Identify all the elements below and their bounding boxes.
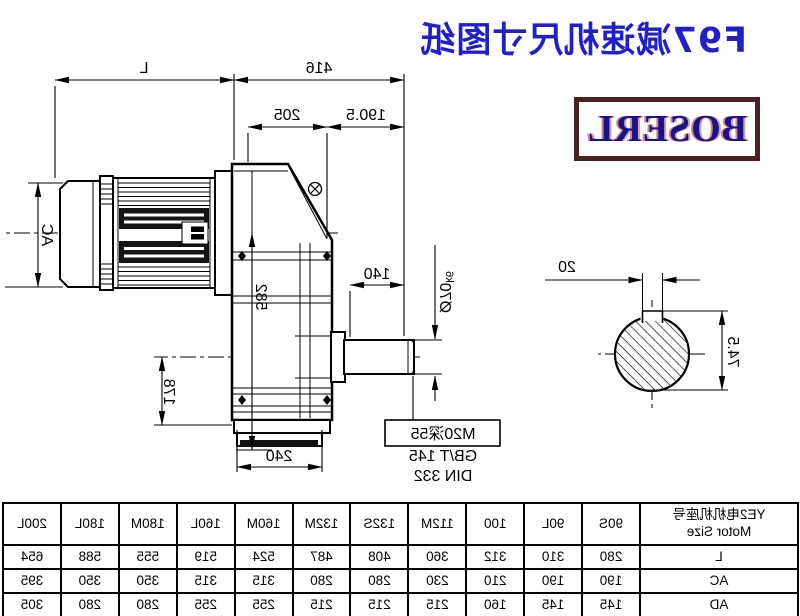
dim-label-416: 416 bbox=[306, 60, 333, 77]
table-cell: 524 bbox=[234, 545, 293, 569]
row-label: AC bbox=[640, 569, 798, 593]
dim-label-AC: AC bbox=[38, 224, 55, 246]
shaft-section-view bbox=[613, 273, 691, 393]
table-cell: 190 bbox=[524, 569, 583, 593]
table-cell: 315 bbox=[176, 569, 235, 593]
table-cell: 588 bbox=[60, 545, 119, 569]
brand-logo: BOSERL bbox=[574, 97, 760, 161]
table-cell: 310 bbox=[524, 545, 583, 569]
cooling-fins bbox=[118, 182, 210, 286]
table-cell: 395 bbox=[3, 569, 61, 593]
column-header: 100 bbox=[466, 503, 525, 545]
note-std1: GB/T 145 bbox=[409, 448, 477, 465]
note-std2: DIN 332 bbox=[414, 468, 473, 485]
fan-cover-rim bbox=[99, 175, 114, 291]
table-cell: 280 bbox=[118, 593, 177, 616]
gearbox-view bbox=[230, 162, 415, 447]
table-cell: 215 bbox=[292, 593, 351, 616]
gearbox-base bbox=[233, 419, 331, 434]
gearbox-housing bbox=[230, 162, 334, 422]
column-header: 200L bbox=[3, 503, 61, 545]
column-header: 160L bbox=[176, 503, 235, 545]
brand-logo-text: BOSERL bbox=[586, 108, 748, 150]
table-cell: 654 bbox=[3, 545, 61, 569]
motor-view bbox=[59, 170, 233, 296]
keyway bbox=[641, 310, 664, 323]
dim-label-20: 20 bbox=[558, 259, 576, 276]
table-cell: 280 bbox=[582, 545, 640, 569]
table-cell: 190 bbox=[582, 569, 640, 593]
dim-label-178: 178 bbox=[160, 379, 177, 406]
column-header: 180M bbox=[118, 503, 177, 545]
table-cell: 160 bbox=[466, 593, 525, 616]
bearing-boss bbox=[330, 331, 346, 383]
shaft-key bbox=[191, 226, 204, 232]
column-header: 160M bbox=[234, 503, 293, 545]
motor-flange bbox=[214, 170, 233, 296]
dimension-lines bbox=[5, 74, 728, 472]
table-cell: 215 bbox=[350, 593, 409, 616]
column-header: 90S bbox=[582, 503, 640, 545]
table-cell: 280 bbox=[350, 569, 409, 593]
column-header: 132S bbox=[350, 503, 409, 545]
table-cell: 519 bbox=[176, 545, 235, 569]
column-header: 90L bbox=[524, 503, 583, 545]
dim-label-74-5: 74.5 bbox=[724, 336, 741, 367]
row-label: AD bbox=[640, 593, 798, 616]
row-label: L bbox=[640, 545, 798, 569]
dim-label-shaft-dia: Ø70k6 bbox=[436, 271, 455, 313]
table-cell: 145 bbox=[582, 593, 640, 616]
column-header: 112M bbox=[408, 503, 467, 545]
section-hatch bbox=[616, 318, 688, 390]
table-cell: 255 bbox=[234, 593, 293, 616]
page-title: F97减速机尺寸图纸 bbox=[419, 21, 747, 61]
column-header: 132M bbox=[292, 503, 351, 545]
table-cell: 315 bbox=[234, 569, 293, 593]
table-cell: 312 bbox=[466, 545, 525, 569]
fan-cover bbox=[59, 180, 101, 288]
table-cell: 305 bbox=[3, 593, 61, 616]
note-tap: M20深55 bbox=[410, 425, 475, 443]
table-cell: 350 bbox=[118, 569, 177, 593]
table-cell: 230 bbox=[408, 569, 467, 593]
dim-label-205: 205 bbox=[274, 107, 301, 124]
note-box bbox=[384, 419, 501, 447]
dim-label-190-5: 190.5 bbox=[346, 107, 386, 124]
table-cell: 280 bbox=[292, 569, 351, 593]
table-cell: 360 bbox=[408, 545, 467, 569]
column-header: 180L bbox=[60, 503, 119, 545]
table-cell: 487 bbox=[292, 545, 351, 569]
table-cell: 555 bbox=[118, 545, 177, 569]
table-cell: 350 bbox=[60, 569, 119, 593]
machining-mark bbox=[307, 181, 323, 197]
table-cell: 255 bbox=[176, 593, 235, 616]
table-cell: 210 bbox=[466, 569, 525, 593]
dim-label-L: L bbox=[139, 60, 148, 77]
table-cell: 215 bbox=[408, 593, 467, 616]
table-cell: 145 bbox=[524, 593, 583, 616]
dim-label-582: 582 bbox=[252, 284, 269, 311]
dim-label-140: 140 bbox=[364, 266, 391, 283]
table-cell: 408 bbox=[350, 545, 409, 569]
dim-label-240: 240 bbox=[266, 448, 293, 465]
output-shaft bbox=[343, 339, 415, 375]
table-cell: 280 bbox=[60, 593, 119, 616]
